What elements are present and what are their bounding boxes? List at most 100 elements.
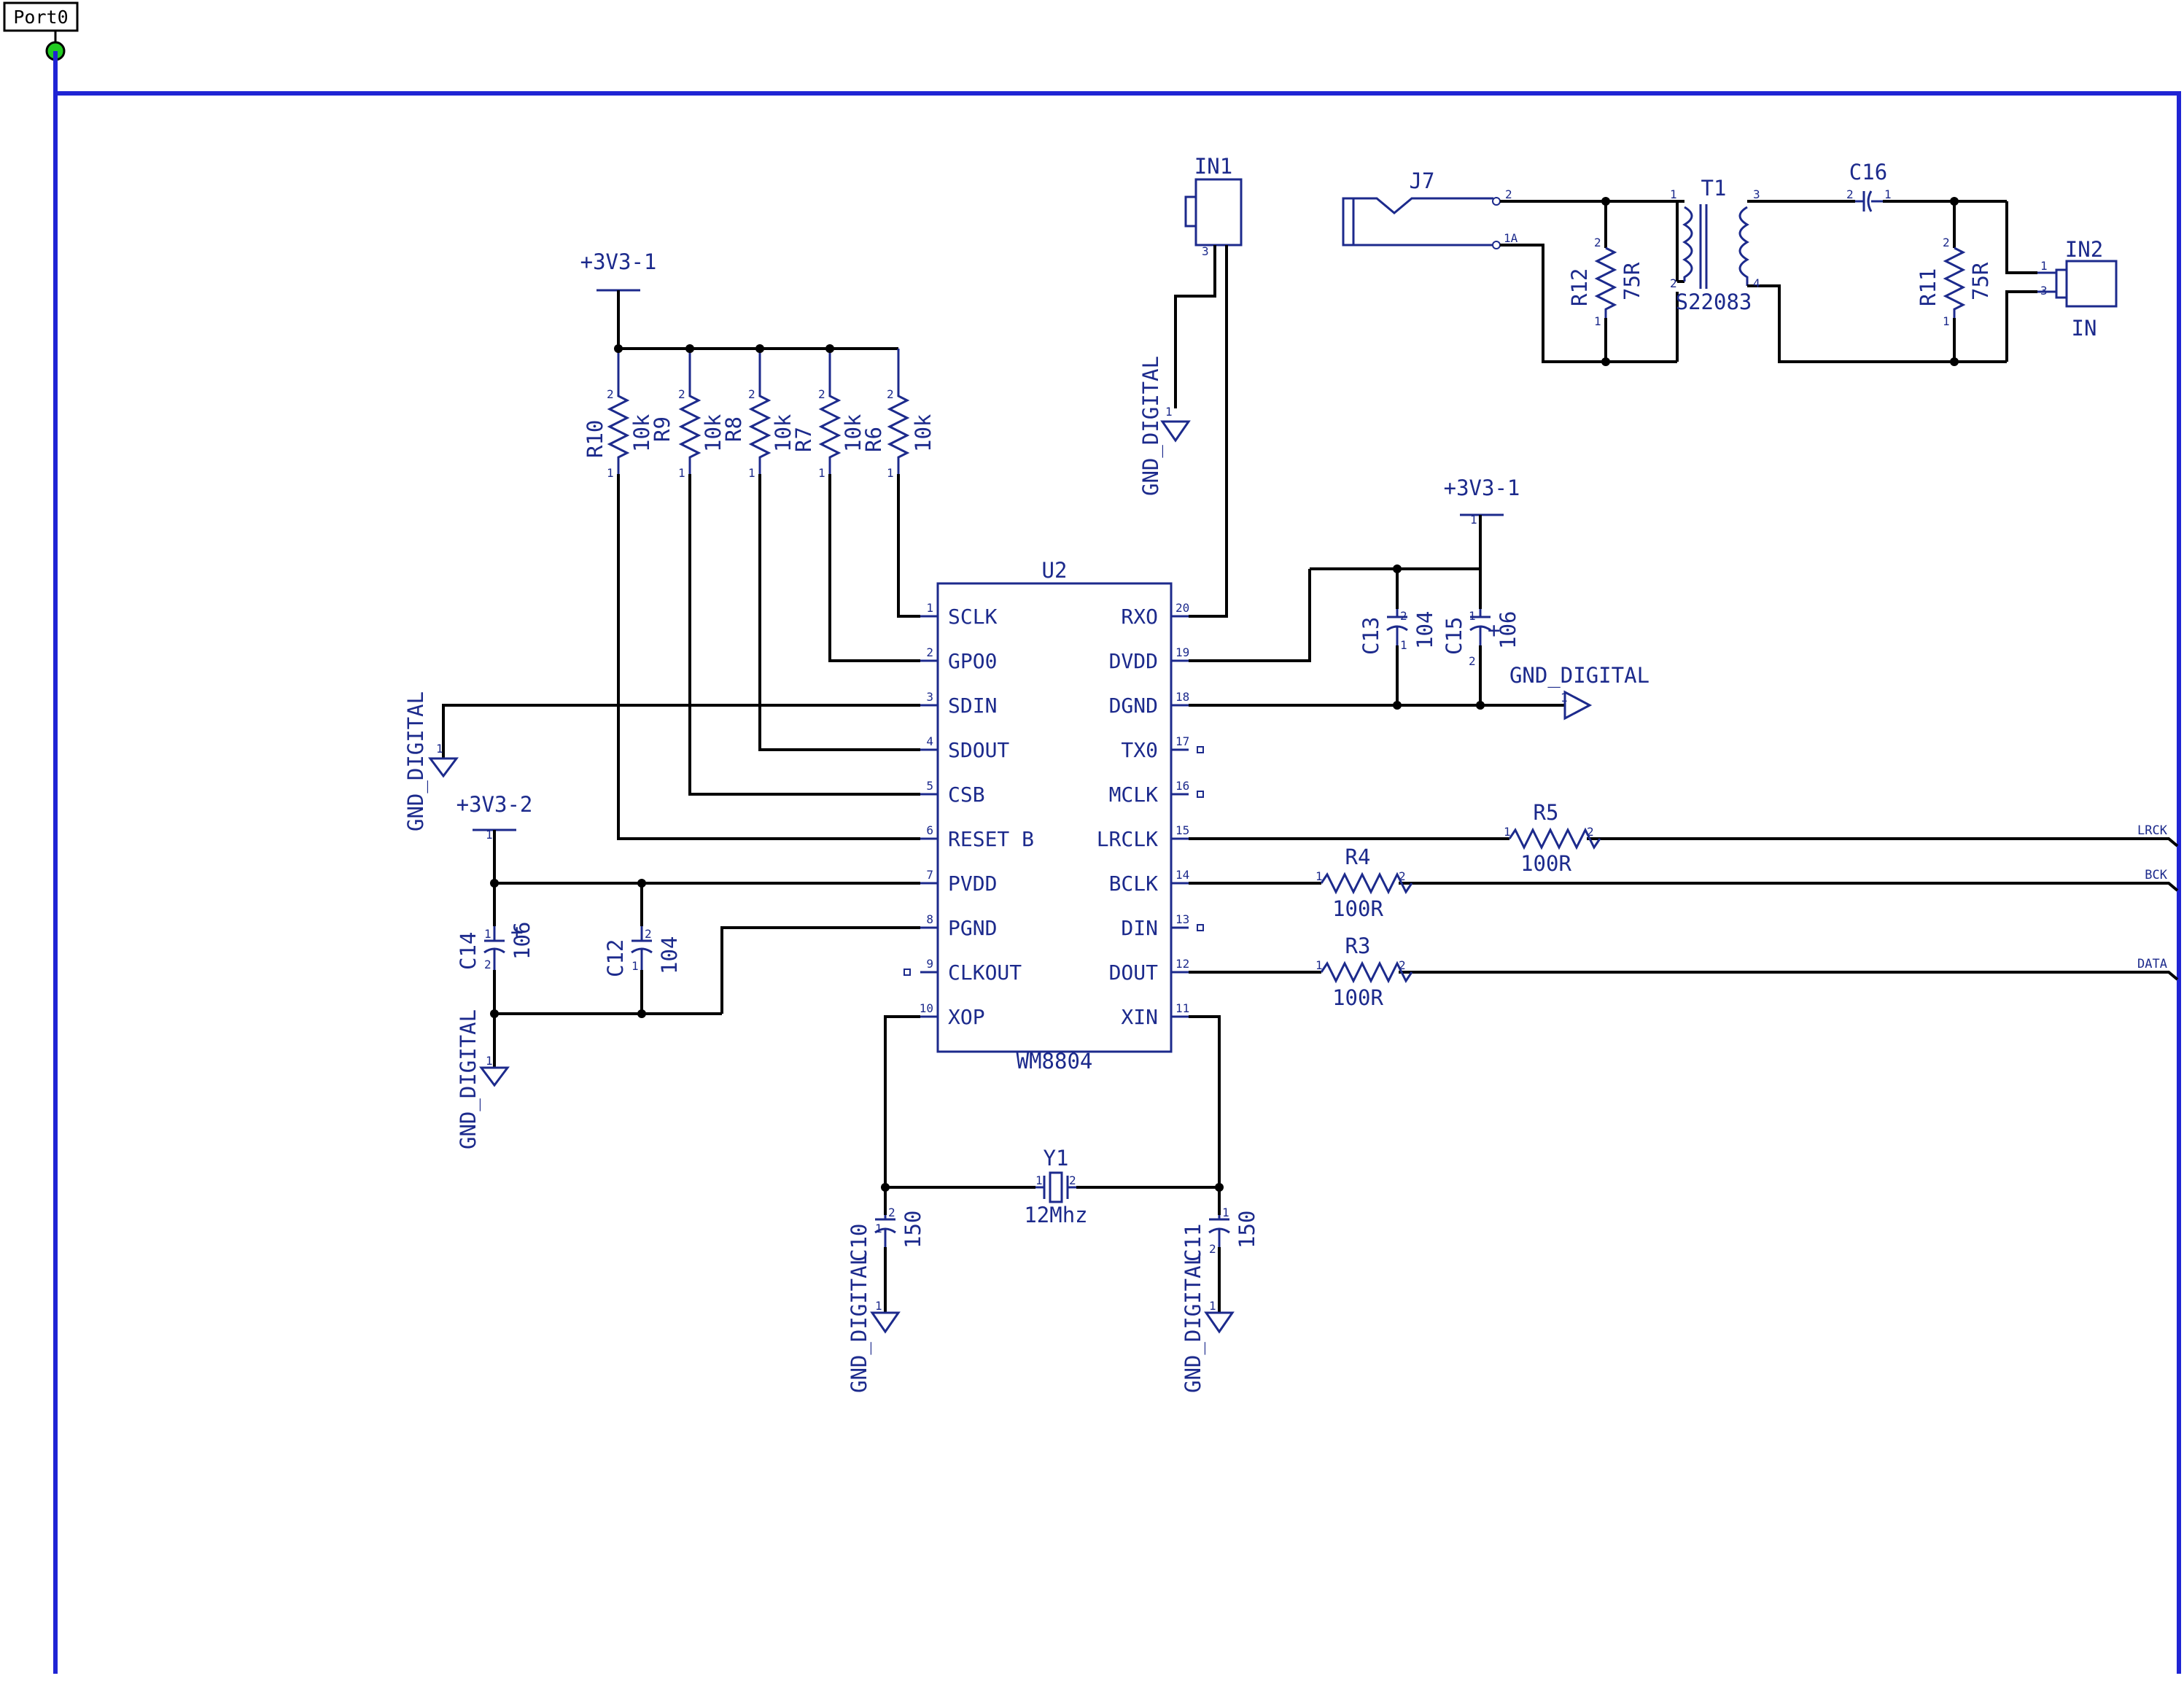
u2-pin-number: 20 xyxy=(1175,601,1189,615)
u2-part: WM8804 xyxy=(1017,1049,1093,1074)
svg-text:2: 2 xyxy=(1587,825,1594,839)
c10-value: 150 xyxy=(901,1211,925,1249)
svg-text:3: 3 xyxy=(1202,244,1209,258)
r11-ref: R11 xyxy=(1916,268,1940,306)
u2-pin-label: DVDD xyxy=(1109,649,1158,673)
svg-text:1: 1 xyxy=(1884,187,1892,201)
u2-pin-label: BCLK xyxy=(1109,872,1159,896)
u2-pin-label: PVDD xyxy=(948,872,997,896)
ground-icon xyxy=(428,757,459,778)
svg-text:1: 1 xyxy=(1400,638,1407,652)
in1-ref: IN1 xyxy=(1194,154,1232,179)
c13-symbol xyxy=(1386,609,1408,645)
port0[interactable]: Port0 xyxy=(3,1,79,61)
u2-pin-number: 10 xyxy=(920,1001,933,1015)
gnd-label: GND_DIGITAL xyxy=(403,691,429,831)
r4-value: 100R xyxy=(1332,896,1383,921)
c14-value: 106 xyxy=(510,922,535,960)
r7-ref: R7 xyxy=(791,427,816,452)
r7-value: 10k xyxy=(841,414,866,452)
pvdd-network: +3V3-2 C14 + 106 C12 104 GND_DIGITAL xyxy=(456,792,920,1149)
crystal-icon xyxy=(1035,1171,1076,1203)
svg-text:2: 2 xyxy=(678,387,685,401)
c16-ref: C16 xyxy=(1849,160,1887,185)
r12-ref: R12 xyxy=(1567,268,1592,306)
u2-pin-number: 11 xyxy=(1175,1001,1189,1015)
u2-pin-label: SCLK xyxy=(948,605,998,629)
u2-pin-number: 6 xyxy=(926,823,933,837)
svg-text:1: 1 xyxy=(1035,1173,1043,1187)
r3-symbol xyxy=(1320,960,1413,984)
u2-pin-label: RESET B xyxy=(948,827,1034,851)
svg-text:2: 2 xyxy=(888,1206,895,1219)
in2-ref: IN2 xyxy=(2065,237,2103,262)
u2-pin-label: LRCLK xyxy=(1097,827,1158,851)
u2-pin-label: CLKOUT xyxy=(948,960,1022,985)
svg-text:1A: 1A xyxy=(1504,231,1518,245)
j7-ref: J7 xyxy=(1410,168,1435,193)
svg-text:3: 3 xyxy=(1753,187,1760,201)
bck-net-label: BCK xyxy=(2145,868,2167,882)
c14-symbol xyxy=(483,926,505,970)
svg-text:1: 1 xyxy=(486,828,493,842)
svg-text:2: 2 xyxy=(1069,1173,1076,1187)
c16-symbol xyxy=(1855,190,1883,212)
svg-text:2: 2 xyxy=(1670,276,1677,290)
r3-ref: R3 xyxy=(1345,934,1371,958)
u2-pin-label: SDOUT xyxy=(948,738,1009,762)
r6-ref: R6 xyxy=(861,427,886,452)
pullup-bank: +3V3-1 R10 10k R9 10k R8 10k R7 10k R6 1… xyxy=(580,249,936,474)
svg-text:4: 4 xyxy=(1753,276,1760,290)
c10-ref: C10 xyxy=(847,1224,871,1262)
r11-value: 75R xyxy=(1968,262,1993,300)
u2-right-pin-stubs xyxy=(1171,615,1189,1018)
svg-text:1: 1 xyxy=(1165,405,1173,419)
load-cap-wires xyxy=(884,1187,1221,1313)
u2-pin-number: 15 xyxy=(1175,823,1189,837)
u2-pin-label: PGND xyxy=(948,916,997,940)
svg-text:1: 1 xyxy=(887,466,894,480)
svg-text:3: 3 xyxy=(2040,284,2048,298)
u2-pin-label: MCLK xyxy=(1109,783,1159,807)
r9-value: 10k xyxy=(701,414,726,452)
c12-ref: C12 xyxy=(603,939,628,977)
svg-text:1: 1 xyxy=(1470,513,1477,527)
u2-pin-label: DOUT xyxy=(1109,960,1159,985)
u2-pin-number: 1 xyxy=(926,601,933,615)
u2-pin-label: GPO0 xyxy=(948,649,997,673)
svg-text:1: 1 xyxy=(1222,1206,1229,1219)
dvdd-dots xyxy=(1393,564,1485,710)
t1-transformer-icon xyxy=(1682,204,1749,289)
u2-pin-number: 18 xyxy=(1175,690,1189,704)
dvdd-wires xyxy=(1189,515,1565,707)
svg-text:2: 2 xyxy=(818,387,825,401)
output-network: R5 100R R4 100R R3 100R LRCK BCK DATA xyxy=(1189,800,2179,1010)
crystal-wires xyxy=(884,1015,1221,1189)
r4-ref: R4 xyxy=(1345,845,1371,869)
c11-symbol xyxy=(1208,1215,1230,1247)
c10-symbol xyxy=(874,1215,896,1247)
svg-text:1: 1 xyxy=(632,959,639,973)
ground-icon xyxy=(1204,1311,1235,1334)
t1-value: S22083 xyxy=(1676,290,1752,314)
pgnd-wires xyxy=(493,926,920,1015)
data-wire xyxy=(1189,971,2179,981)
svg-text:2: 2 xyxy=(484,958,491,971)
in1-body xyxy=(1194,178,1243,247)
u2-pin-number: 14 xyxy=(1175,868,1189,882)
pullup-dots xyxy=(614,344,834,353)
in1-connector: IN1 GND_DIGITAL xyxy=(1138,154,1243,618)
ground-icon xyxy=(1563,690,1593,721)
pullup-wires xyxy=(617,474,920,840)
r3-value: 100R xyxy=(1332,985,1383,1010)
u2-pin-label: SDIN xyxy=(948,694,997,718)
u2-pin-number: 3 xyxy=(926,690,933,704)
svg-text:1: 1 xyxy=(484,927,491,941)
data-net-label: DATA xyxy=(2137,957,2167,971)
coax-dots xyxy=(1601,197,1959,366)
u2-pin-number: 13 xyxy=(1175,912,1189,926)
svg-text:1: 1 xyxy=(1670,187,1677,201)
r5-ref: R5 xyxy=(1534,800,1559,825)
r5-value: 100R xyxy=(1520,851,1571,876)
u2-pin-number: 17 xyxy=(1175,734,1189,748)
